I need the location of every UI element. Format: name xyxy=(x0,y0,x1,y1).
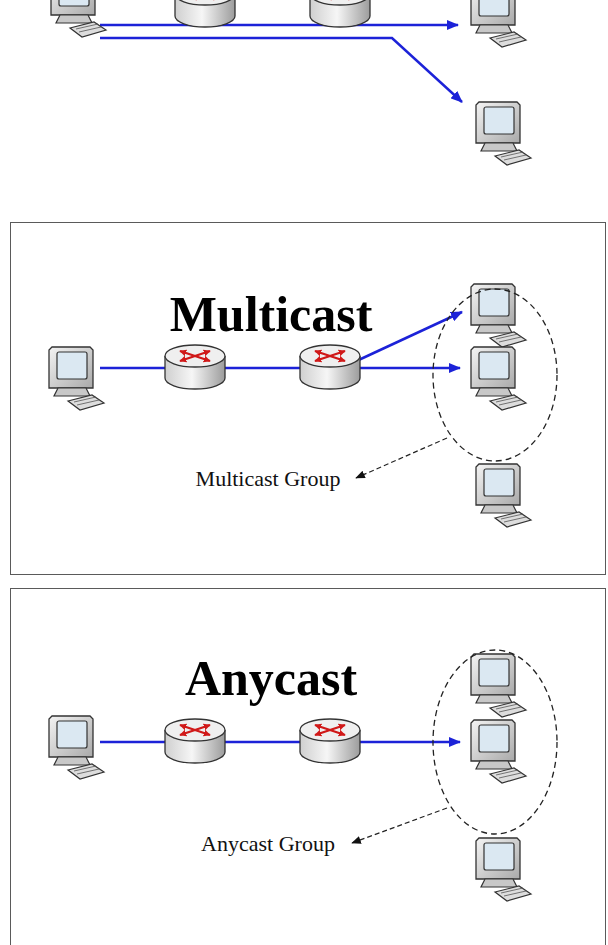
data-path xyxy=(100,741,460,744)
router-icon xyxy=(300,719,360,763)
data-path xyxy=(100,24,458,27)
router-icon xyxy=(165,719,225,763)
computer-icon xyxy=(49,716,104,779)
label-holder: Anycast Group xyxy=(199,832,337,856)
leader-line xyxy=(352,808,447,843)
network-panel: Anycast xyxy=(10,588,606,945)
multicast-panel-art xyxy=(49,284,557,527)
computer-icon xyxy=(476,464,531,527)
computer-icon xyxy=(471,654,526,717)
computer-icon xyxy=(51,0,106,37)
router-icon xyxy=(300,345,360,389)
router-icon xyxy=(310,0,370,27)
group-outline xyxy=(433,650,557,834)
computer-icon xyxy=(471,284,526,347)
router-icon xyxy=(175,0,235,27)
computer-icon xyxy=(471,347,526,410)
group-label: Multicast Group xyxy=(194,467,343,491)
leader-line xyxy=(356,438,447,478)
group-label: Anycast Group xyxy=(199,832,337,856)
computer-icon xyxy=(471,720,526,783)
panel-heading: Multicast xyxy=(170,289,373,339)
computer-icon xyxy=(471,0,526,47)
computer-icon xyxy=(49,347,104,410)
top-panel-art xyxy=(51,0,531,165)
panel-heading: Anycast xyxy=(185,653,357,703)
data-path xyxy=(100,367,460,370)
computer-icon xyxy=(476,838,531,901)
label-holder: Multicast Group xyxy=(194,467,343,491)
computer-icon xyxy=(476,102,531,165)
data-path xyxy=(100,38,462,102)
group-outline xyxy=(433,289,557,461)
router-icon xyxy=(165,345,225,389)
anycast-panel-art xyxy=(49,650,557,901)
network-panel: Multicast xyxy=(10,222,606,575)
